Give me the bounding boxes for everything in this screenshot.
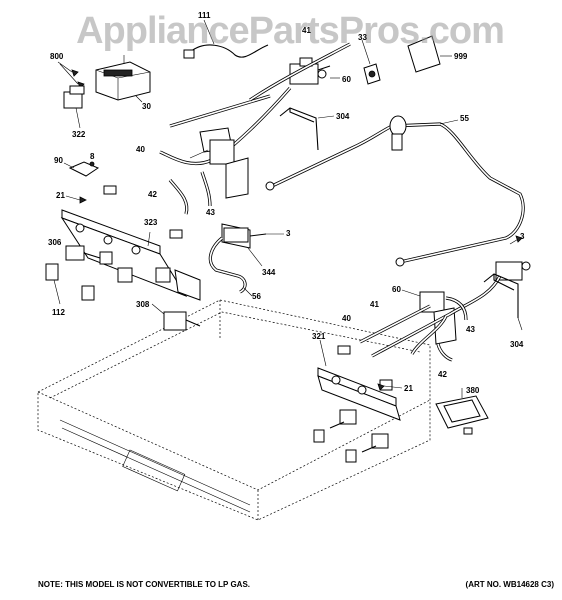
callout-344: 344 xyxy=(262,268,276,277)
callout-112: 112 xyxy=(52,308,65,317)
bracket-90 xyxy=(63,161,100,177)
callout-42-right: 42 xyxy=(438,370,447,379)
callout-33: 33 xyxy=(358,33,367,42)
gas-tube-55 xyxy=(265,115,525,267)
valve-60-top xyxy=(249,42,351,102)
valve-cluster-left xyxy=(189,127,249,199)
clip-a xyxy=(103,185,117,195)
manifold-321 xyxy=(317,339,401,421)
literature-999 xyxy=(407,35,452,73)
screw-21-right xyxy=(377,383,403,391)
transformer-322 xyxy=(63,85,85,129)
callout-21-right: 21 xyxy=(404,384,413,393)
burner-valve-306 xyxy=(65,245,171,283)
lp-gas-note: NOTE: THIS MODEL IS NOT CONVERTIBLE TO L… xyxy=(38,580,251,589)
switch-112 xyxy=(45,263,95,305)
manifold-323 xyxy=(60,209,201,301)
valve-cluster-right xyxy=(359,235,531,362)
art-number: (ART NO. WB14628 C3) xyxy=(465,580,554,589)
cooktop-pan xyxy=(37,299,431,521)
callout-999: 999 xyxy=(454,52,468,61)
valve-344 xyxy=(221,223,284,267)
callout-21-left: 21 xyxy=(56,191,65,200)
callout-3-right: 3 xyxy=(520,232,525,241)
switch-plate-380 xyxy=(435,388,489,435)
callout-8: 8 xyxy=(90,152,95,161)
callout-43-left: 43 xyxy=(206,208,215,217)
callout-60-right: 60 xyxy=(392,285,401,294)
callout-321: 321 xyxy=(312,332,326,341)
bracket-304-upper xyxy=(279,107,335,151)
callout-55: 55 xyxy=(460,114,469,123)
callout-40-left: 40 xyxy=(136,145,145,154)
callout-323: 323 xyxy=(144,218,158,227)
wire-harness-111 xyxy=(183,19,269,59)
callout-41-top: 41 xyxy=(302,26,311,35)
clip-b xyxy=(169,229,183,239)
screws-800 xyxy=(57,61,85,89)
callout-3-center: 3 xyxy=(286,229,291,238)
callout-56: 56 xyxy=(252,292,261,301)
callout-306: 306 xyxy=(48,238,62,247)
callout-304-lower: 304 xyxy=(510,340,524,349)
bracket-304-lower xyxy=(483,273,523,331)
callout-30: 30 xyxy=(142,102,151,111)
callout-308: 308 xyxy=(136,300,150,309)
callout-41-right: 41 xyxy=(370,300,379,309)
callout-42-left: 42 xyxy=(148,190,157,199)
watermark-text: AppliancePartsPros.com xyxy=(76,10,505,52)
burner-valves-right xyxy=(313,409,389,463)
callout-90: 90 xyxy=(54,156,63,165)
callout-322: 322 xyxy=(72,130,86,139)
gas-tube-56 xyxy=(208,236,253,297)
callout-380: 380 xyxy=(466,386,480,395)
callout-111: 111 xyxy=(198,11,211,20)
callout-60-top: 60 xyxy=(342,75,351,84)
callout-40-right: 40 xyxy=(342,314,351,323)
screw-21-left xyxy=(65,195,87,204)
burner-valve-308 xyxy=(151,303,201,331)
callout-43-right: 43 xyxy=(466,325,475,334)
callout-304-upper: 304 xyxy=(336,112,350,121)
part-33 xyxy=(361,39,381,85)
callout-800: 800 xyxy=(50,52,64,61)
spark-module-30 xyxy=(95,55,151,103)
